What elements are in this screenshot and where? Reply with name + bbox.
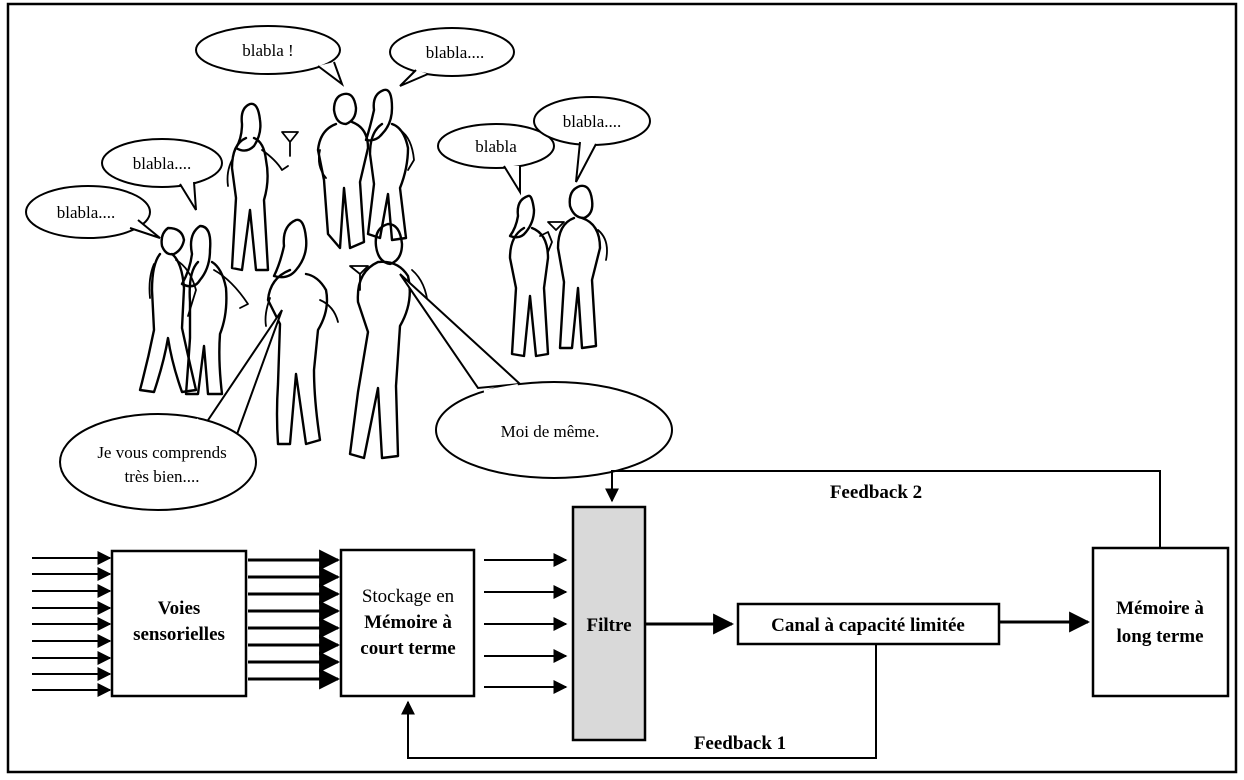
bubble-5-text: blabla xyxy=(475,137,517,156)
long-term-memory-box: Mémoire à long terme xyxy=(1091,546,1230,698)
stm-label-line2: Mémoire à xyxy=(364,612,452,633)
filter-box: Filtre xyxy=(571,505,647,742)
bubble-4-text: blabla.... xyxy=(57,203,116,222)
stm-to-filter-arrows xyxy=(484,553,568,694)
sensory-to-stm-arrows xyxy=(248,549,341,690)
person-b xyxy=(180,224,249,396)
limited-capacity-channel-box: Canal à capacité limitée xyxy=(736,602,1001,646)
ltm-label-line2: long terme xyxy=(1116,626,1203,647)
person-c xyxy=(226,102,299,272)
ltm-label-line1: Mémoire à xyxy=(1116,598,1204,619)
person-h xyxy=(508,194,565,358)
person-d xyxy=(316,92,370,250)
bubble-left-line1: Je vous comprends xyxy=(97,443,226,462)
person-e xyxy=(364,88,415,242)
person-a xyxy=(138,226,198,394)
person-f xyxy=(264,218,339,446)
bubble-left-line2: très bien.... xyxy=(124,467,199,486)
speech-bubble-3: blabla.... xyxy=(101,138,223,211)
sensory-label-line1: Voies xyxy=(158,598,201,619)
speech-bubble-5: blabla xyxy=(437,123,555,196)
person-i xyxy=(556,184,608,350)
speech-bubble-2: blabla.... xyxy=(389,27,515,87)
speech-bubble-1: blabla ! xyxy=(195,25,345,87)
outer-frame xyxy=(6,2,1238,774)
speech-bubble-4: blabla.... xyxy=(25,185,161,239)
stm-label-line1: Stockage en xyxy=(362,586,455,607)
feedback-2-loop: Feedback 2 xyxy=(605,470,1161,548)
feedback-1-label: Feedback 1 xyxy=(694,733,786,754)
speech-bubble-left-speaker: Je vous comprends très bien.... xyxy=(59,309,283,511)
sensory-label-line2: sensorielles xyxy=(133,624,225,645)
speech-bubble-6: blabla.... xyxy=(533,96,651,183)
short-term-memory-box: Stockage en Mémoire à court terme xyxy=(339,548,476,698)
feedback-1-loop: Feedback 1 xyxy=(401,645,877,759)
speech-bubble-right-speaker: Moi de même. xyxy=(399,273,673,479)
bubble-2-text: blabla.... xyxy=(426,43,485,62)
bubble-6-text: blabla.... xyxy=(563,112,622,131)
party-crowd-illustration xyxy=(138,88,608,460)
sensory-input-arrows xyxy=(32,551,112,697)
bubble-1-text: blabla ! xyxy=(242,41,293,60)
sensory-channels-box: Voies sensorielles xyxy=(110,549,248,698)
feedback-2-label: Feedback 2 xyxy=(830,482,922,503)
filter-label: Filtre xyxy=(586,615,631,636)
channel-label: Canal à capacité limitée xyxy=(771,615,965,636)
bubble-3-text: blabla.... xyxy=(133,154,192,173)
bubble-right-text: Moi de même. xyxy=(501,422,600,441)
filter-rect xyxy=(571,505,647,742)
person-g xyxy=(348,222,429,460)
stm-label-line3: court terme xyxy=(360,638,455,659)
